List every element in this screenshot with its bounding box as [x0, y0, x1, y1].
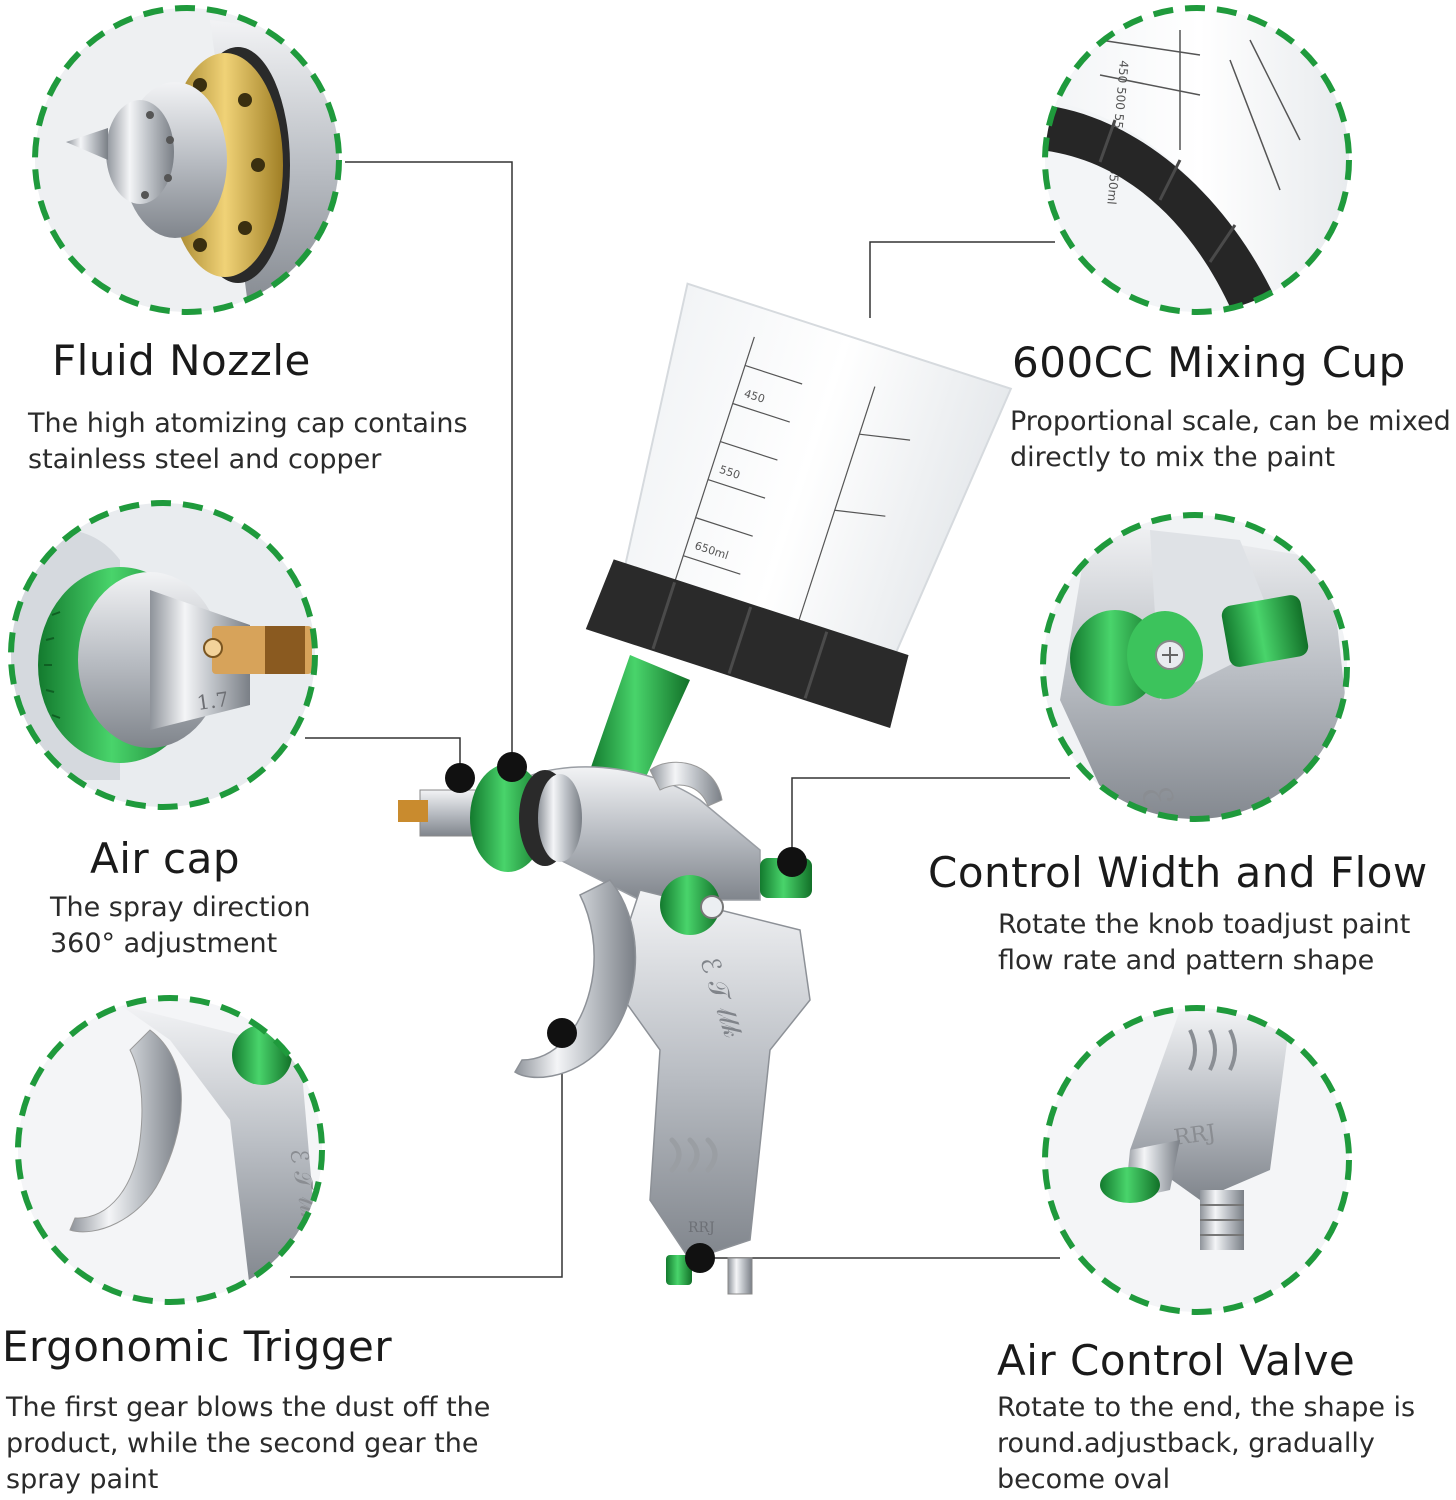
- svg-text:550: 550: [718, 463, 742, 482]
- air-cap-title: Air cap: [90, 834, 241, 883]
- fluid-nozzle-title: Fluid Nozzle: [52, 336, 311, 385]
- trigger-closeup: ℰ 𝒯 𝓁𝓁𝓀: [18, 998, 322, 1302]
- ergonomic-trigger-title: Ergonomic Trigger: [2, 1322, 393, 1371]
- fluid-nozzle-closeup: [35, 8, 339, 312]
- control-width-title: Control Width and Flow: [928, 848, 1428, 897]
- leader-trigger: [290, 1033, 563, 1278]
- control-knobs-frame: [1040, 512, 1350, 822]
- callout-dot-fluid-nozzle: [497, 752, 527, 782]
- leader-mixing-cup: [869, 241, 1055, 318]
- mixing-cup-title: 600CC Mixing Cup: [1012, 338, 1406, 387]
- callout-dot-air-valve: [685, 1243, 715, 1273]
- callout-dots: [445, 752, 807, 1273]
- leader-lines: [290, 161, 1070, 1278]
- air-valve-closeup: RRJ: [1045, 1008, 1349, 1312]
- mixing-cup-closeup: 450 500 550 600 650ml: [1045, 8, 1349, 312]
- air-cap-frame: [8, 500, 318, 810]
- mixing-cup-frame: [1042, 5, 1352, 315]
- air-valve-title: Air Control Valve: [997, 1336, 1356, 1385]
- spray-gun: 450 550 650ml RRJ ℰ 𝒯 𝓁𝓁𝓀: [398, 282, 1013, 1295]
- valve-brand-engraving: RRJ: [1172, 1120, 1217, 1151]
- air-cap-closeup: 1.7: [11, 503, 315, 807]
- leader-air-cap: [305, 737, 461, 776]
- svg-text:450: 450: [742, 387, 766, 406]
- air-cap-size-engraving: 1.7: [195, 687, 230, 715]
- leader-control-width: [791, 777, 1070, 862]
- fluid-nozzle-frame: [32, 5, 342, 315]
- trigger-frame: [15, 995, 325, 1305]
- callout-dot-trigger: [547, 1018, 577, 1048]
- callout-dot-control: [777, 847, 807, 877]
- callout-dot-air-cap: [445, 763, 475, 793]
- air-valve-frame: [1042, 1005, 1352, 1315]
- gun-brand-engraving: RRJ: [688, 1220, 715, 1236]
- control-knobs-closeup: ℰ 𝒯: [1043, 515, 1347, 819]
- leader-fluid-nozzle: [345, 161, 513, 765]
- mixing-cup: 450 550 650ml: [585, 282, 1013, 729]
